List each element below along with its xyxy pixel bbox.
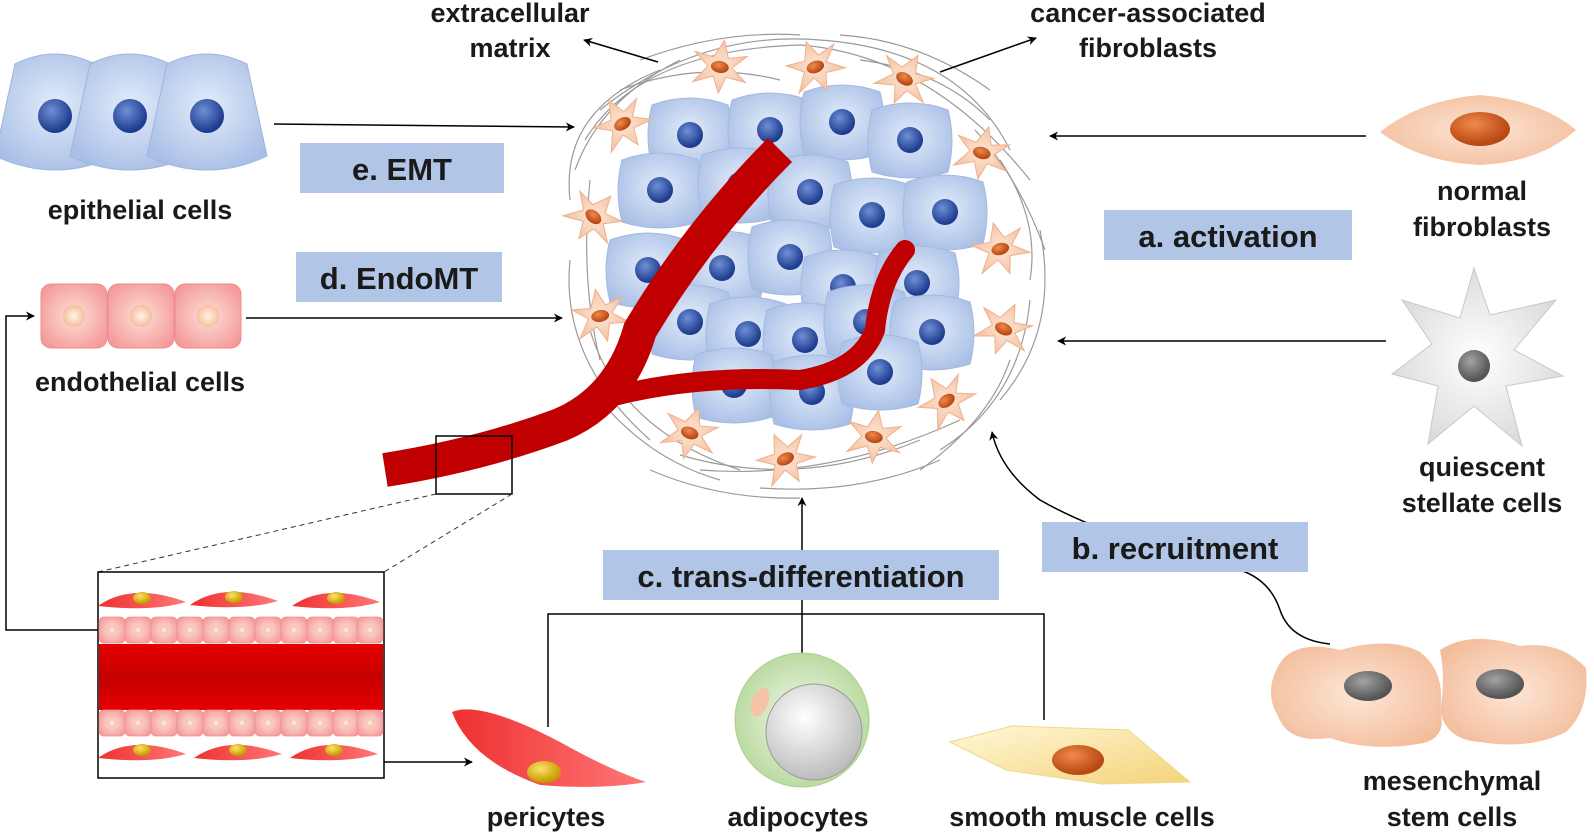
epithelial-cells-label: epithelial cells [48, 195, 233, 225]
recruitment-box: b. recruitment [1042, 522, 1308, 572]
vessel-cross-section-inset [97, 571, 385, 779]
trans-differentiation-label: c. trans-differentiation [637, 559, 964, 594]
quiescent-stellate-cell: quiescent stellate cells [1390, 266, 1565, 518]
ecm-arrow [583, 37, 659, 63]
emt-arrow [273, 122, 575, 132]
smooth-muscle-cell: smooth muscle cells [948, 725, 1215, 832]
svg-text:normal: normal [1437, 176, 1527, 206]
trans-diff-bracket [547, 613, 1045, 727]
pericytes-label: pericytes [487, 802, 606, 832]
trans-differentiation-box: c. trans-differentiation [603, 550, 999, 600]
endothelial-cells-label: endothelial cells [35, 367, 245, 397]
vessel-zoom-box [435, 435, 513, 495]
endothelial-cells: endothelial cells [35, 283, 245, 397]
caf-arrow [939, 36, 1037, 73]
recruitment-label: b. recruitment [1072, 531, 1279, 566]
epithelial-cells: epithelial cells [0, 53, 268, 225]
endomt-label: d. EndoMT [320, 261, 478, 296]
endomt-box: d. EndoMT [296, 252, 502, 302]
svg-text:matrix: matrix [469, 33, 550, 63]
svg-text:fibroblasts: fibroblasts [1079, 33, 1217, 63]
blood-vessel [382, 137, 915, 495]
svg-text:cancer-associated: cancer-associated [1030, 0, 1266, 28]
zoom-line-left [97, 493, 437, 573]
emt-box: e. EMT [300, 143, 504, 193]
svg-text:fibroblasts: fibroblasts [1413, 212, 1551, 242]
pericyte: pericytes [452, 709, 646, 832]
adipocytes-label: adipocytes [727, 802, 868, 832]
zoom-line-right [383, 493, 513, 573]
svg-text:quiescent: quiescent [1419, 452, 1545, 482]
svg-text:extracellular: extracellular [430, 0, 590, 28]
extracellular-matrix-label: extracellular matrix [430, 0, 590, 63]
activation-box: a. activation [1104, 210, 1352, 260]
caf-label: cancer-associated fibroblasts [1030, 0, 1266, 63]
mesenchymal-stem-cells: mesenchymal stem cells [1270, 638, 1587, 832]
normal-fibroblast: normal fibroblasts [1380, 95, 1576, 242]
svg-text:mesenchymal: mesenchymal [1363, 766, 1542, 796]
adipocyte: adipocytes [727, 652, 870, 832]
emt-label: e. EMT [352, 152, 452, 187]
svg-text:stellate cells: stellate cells [1402, 488, 1563, 518]
inset-to-endothelial-arrow [5, 311, 98, 631]
tumor-mass: extracellular matrix cancer-associated f… [382, 0, 1266, 499]
svg-text:stem cells: stem cells [1387, 802, 1518, 832]
activation-label: a. activation [1138, 219, 1317, 254]
extracellular-matrix-fibers [568, 33, 1046, 499]
smooth-muscle-cells-label: smooth muscle cells [949, 802, 1215, 832]
